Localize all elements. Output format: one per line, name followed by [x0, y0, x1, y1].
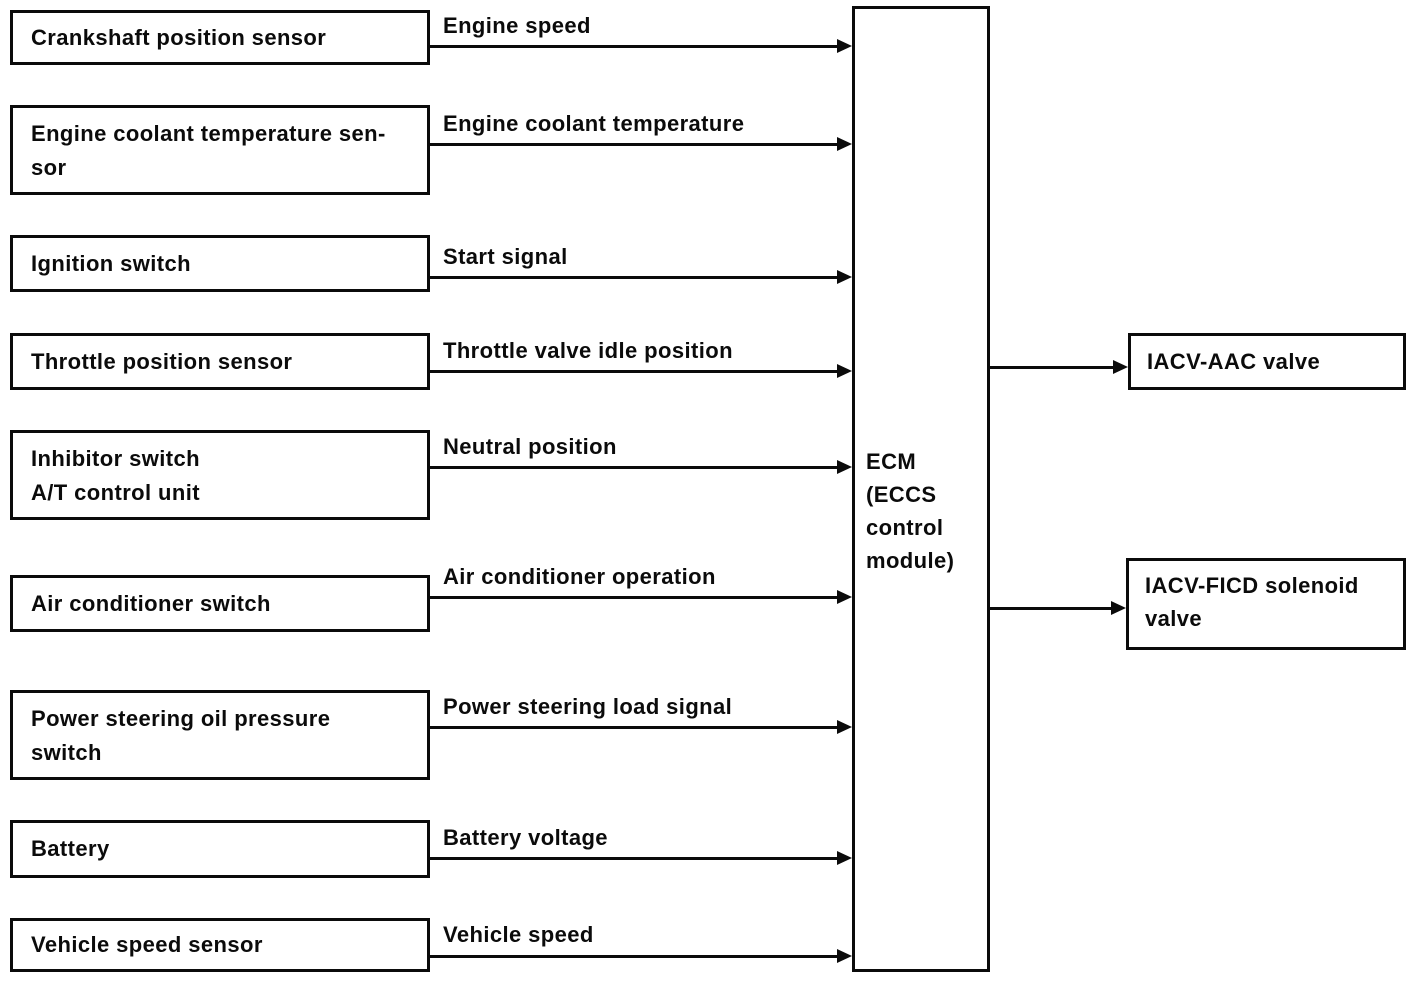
arrowhead-icon [1113, 360, 1128, 374]
box-engine-coolant-temperature-sensor: Engine coolant temperature sen- sor [10, 105, 430, 195]
arrowhead-icon [837, 851, 852, 865]
signal-arrow-line [430, 955, 838, 958]
box-label-line: Engine coolant temperature sen- [31, 121, 386, 146]
signal-label-battery-voltage: Battery voltage [443, 825, 608, 850]
box-inhibitor-switch-at-control-unit: Inhibitor switch A/T control unit [10, 430, 430, 520]
arrowhead-icon [837, 39, 852, 53]
ecm-label-line: module) [866, 548, 955, 573]
box-air-conditioner-switch: Air conditioner switch [10, 575, 430, 632]
signal-label-engine-speed: Engine speed [443, 13, 591, 38]
box-label-line: valve [1145, 606, 1203, 631]
box-crankshaft-position-sensor: Crankshaft position sensor [10, 10, 430, 65]
box-label: IACV-AAC valve [1147, 348, 1321, 374]
signal-label-vehicle-speed: Vehicle speed [443, 922, 594, 947]
box-label: Ignition switch [31, 250, 191, 276]
arrowhead-icon [1111, 601, 1126, 615]
signal-arrow-line [430, 370, 838, 373]
signal-label-throttle-valve-idle-position: Throttle valve idle position [443, 338, 733, 363]
signal-label-air-conditioner-operation: Air conditioner operation [443, 564, 716, 589]
box-iacv-ficd-solenoid-valve: IACV-FICD solenoid valve [1126, 558, 1406, 650]
arrowhead-icon [837, 364, 852, 378]
box-label-line: A/T control unit [31, 480, 200, 505]
signal-arrow-line [430, 276, 838, 279]
signal-arrow-line [430, 857, 838, 860]
signal-label-start-signal: Start signal [443, 244, 568, 269]
box-label-line: IACV-FICD solenoid [1145, 573, 1359, 598]
arrowhead-icon [837, 460, 852, 474]
signal-arrow-line [430, 466, 838, 469]
signal-arrow-line [430, 726, 838, 729]
box-label-line: sor [31, 155, 67, 180]
box-ecm-eccs-control-module: ECM (ECCS control module) [852, 6, 990, 972]
ecm-label: ECM (ECCS control module) [866, 445, 954, 577]
output-arrow-line [990, 366, 1113, 369]
box-label: Throttle position sensor [31, 348, 293, 374]
signal-arrow-line [430, 596, 838, 599]
output-arrow-line [990, 607, 1111, 610]
box-iacv-aac-valve: IACV-AAC valve [1128, 333, 1406, 390]
box-label-line: Inhibitor switch [31, 446, 200, 471]
signal-label-neutral-position: Neutral position [443, 434, 617, 459]
box-label-line: switch [31, 740, 102, 765]
box-label: Air conditioner switch [31, 590, 271, 616]
box-throttle-position-sensor: Throttle position sensor [10, 333, 430, 390]
arrowhead-icon [837, 949, 852, 963]
signal-arrow-line [430, 45, 838, 48]
ecm-label-line: control [866, 515, 944, 540]
ecm-label-line: ECM [866, 449, 917, 474]
box-battery: Battery [10, 820, 430, 878]
ecm-label-line: (ECCS [866, 482, 937, 507]
box-label: Vehicle speed sensor [31, 932, 263, 957]
signal-arrow-line [430, 143, 838, 146]
arrowhead-icon [837, 137, 852, 151]
arrowhead-icon [837, 270, 852, 284]
arrowhead-icon [837, 590, 852, 604]
box-ignition-switch: Ignition switch [10, 235, 430, 292]
box-label: Crankshaft position sensor [31, 24, 327, 50]
box-power-steering-oil-pressure-switch: Power steering oil pressure switch [10, 690, 430, 780]
box-vehicle-speed-sensor: Vehicle speed sensor [10, 918, 430, 972]
arrowhead-icon [837, 720, 852, 734]
box-label: Battery [31, 836, 110, 861]
signal-label-power-steering-load-signal: Power steering load signal [443, 694, 733, 719]
signal-label-engine-coolant-temperature: Engine coolant temperature [443, 111, 745, 136]
box-label-line: Power steering oil pressure [31, 706, 331, 731]
